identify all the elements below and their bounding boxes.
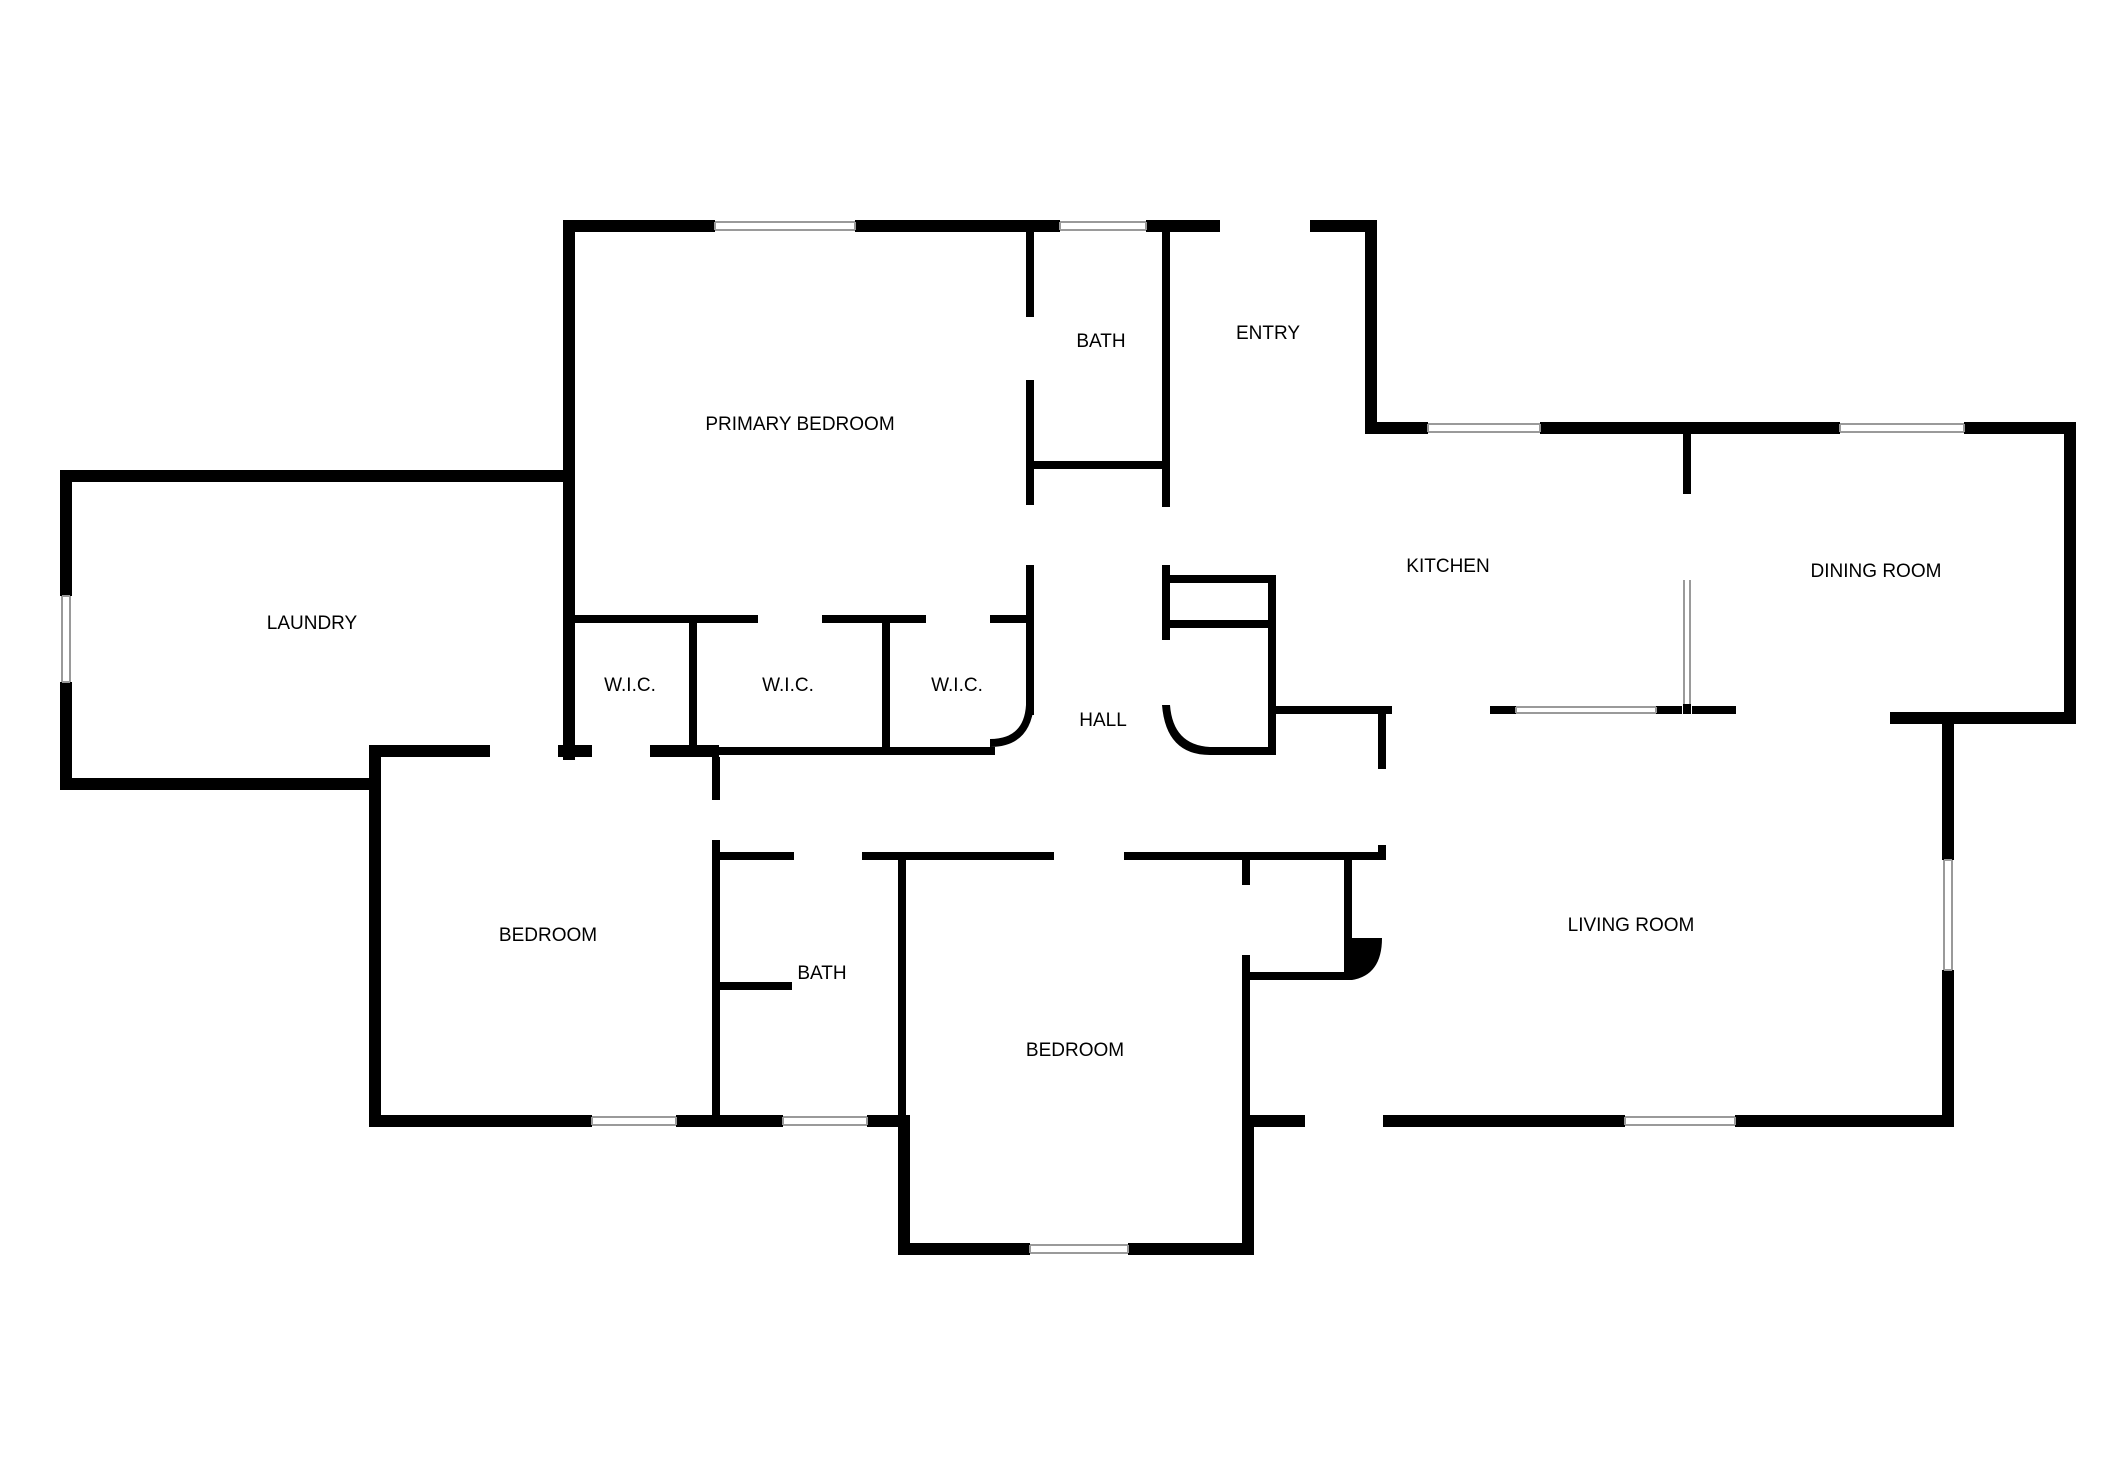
wall [1026, 461, 1170, 469]
wall [1890, 712, 2076, 724]
wall [1344, 860, 1352, 980]
living-door-opening [1305, 1114, 1383, 1128]
room-labels: PRIMARY BEDROOM BATH ENTRY LAUNDRY KITCH… [267, 323, 1942, 1061]
window [59, 595, 73, 683]
wall [1124, 852, 1386, 860]
room-label-wic-1: W.I.C. [604, 675, 656, 696]
wall [1162, 575, 1276, 583]
windows [59, 219, 1965, 1256]
wall [1242, 1115, 1254, 1255]
room-label-hall: HALL [1079, 710, 1127, 731]
outer-walls [60, 220, 2076, 1255]
wall [1352, 938, 1382, 980]
wall [712, 757, 720, 800]
wall [712, 840, 720, 1127]
door-opening [490, 744, 558, 758]
wall [1026, 565, 1034, 715]
window [714, 219, 856, 233]
wall [563, 220, 575, 760]
wall [1683, 434, 1691, 494]
wall [882, 615, 890, 755]
room-label-living-room: LIVING ROOM [1568, 915, 1695, 936]
wall [1268, 575, 1276, 755]
wall [1656, 706, 1736, 714]
wall [898, 1115, 910, 1255]
window [1624, 1114, 1736, 1128]
wall [575, 615, 758, 623]
entry-door-opening [1220, 219, 1310, 233]
room-label-wic-3: W.I.C. [931, 675, 983, 696]
window [1029, 1242, 1129, 1256]
wall [1378, 714, 1386, 769]
wall [862, 852, 1054, 860]
room-label-kitchen: KITCHEN [1406, 556, 1489, 577]
window [782, 1114, 868, 1128]
wall [1378, 845, 1386, 857]
wall [369, 745, 381, 1127]
wall [1490, 706, 1516, 714]
wall [60, 470, 575, 482]
wall [60, 778, 375, 790]
wall [1162, 620, 1276, 628]
room-label-dining-room: DINING ROOM [1811, 561, 1942, 582]
wall [1026, 380, 1034, 505]
wall [689, 615, 697, 755]
room-label-bath-bottom: BATH [797, 963, 846, 984]
window [1515, 705, 1657, 715]
wall [1242, 860, 1250, 885]
wall [1210, 747, 1276, 755]
room-label-bedroom-left: BEDROOM [499, 925, 597, 946]
window [1427, 421, 1541, 435]
wall [1365, 220, 1377, 434]
wall [1242, 955, 1250, 1127]
wall [1026, 232, 1034, 317]
room-label-bedroom-bottom: BEDROOM [1026, 1040, 1124, 1061]
wall [990, 705, 1034, 747]
wall [1242, 1115, 1954, 1127]
wall [1268, 706, 1392, 714]
door-openings [490, 744, 650, 758]
door-opening [592, 744, 650, 758]
window [591, 1114, 677, 1128]
wall [990, 615, 1034, 623]
window [1682, 494, 1692, 714]
room-label-bath-top: BATH [1076, 331, 1125, 352]
window [1059, 219, 1147, 233]
window [1941, 859, 1955, 971]
wall [575, 747, 995, 755]
room-label-wic-2: W.I.C. [762, 675, 814, 696]
window [1839, 421, 1965, 435]
wall [822, 615, 926, 623]
wall [1162, 232, 1170, 507]
wall [1162, 705, 1210, 755]
room-label-primary-bedroom: PRIMARY BEDROOM [705, 414, 894, 435]
wall [2064, 422, 2076, 724]
wall [1162, 565, 1170, 640]
wall [712, 852, 794, 860]
wall [1242, 972, 1352, 980]
wall [720, 982, 792, 990]
wall [898, 860, 906, 1127]
room-label-entry: ENTRY [1236, 323, 1300, 344]
interior-walls [575, 232, 1736, 1127]
room-label-laundry: LAUNDRY [267, 613, 358, 634]
